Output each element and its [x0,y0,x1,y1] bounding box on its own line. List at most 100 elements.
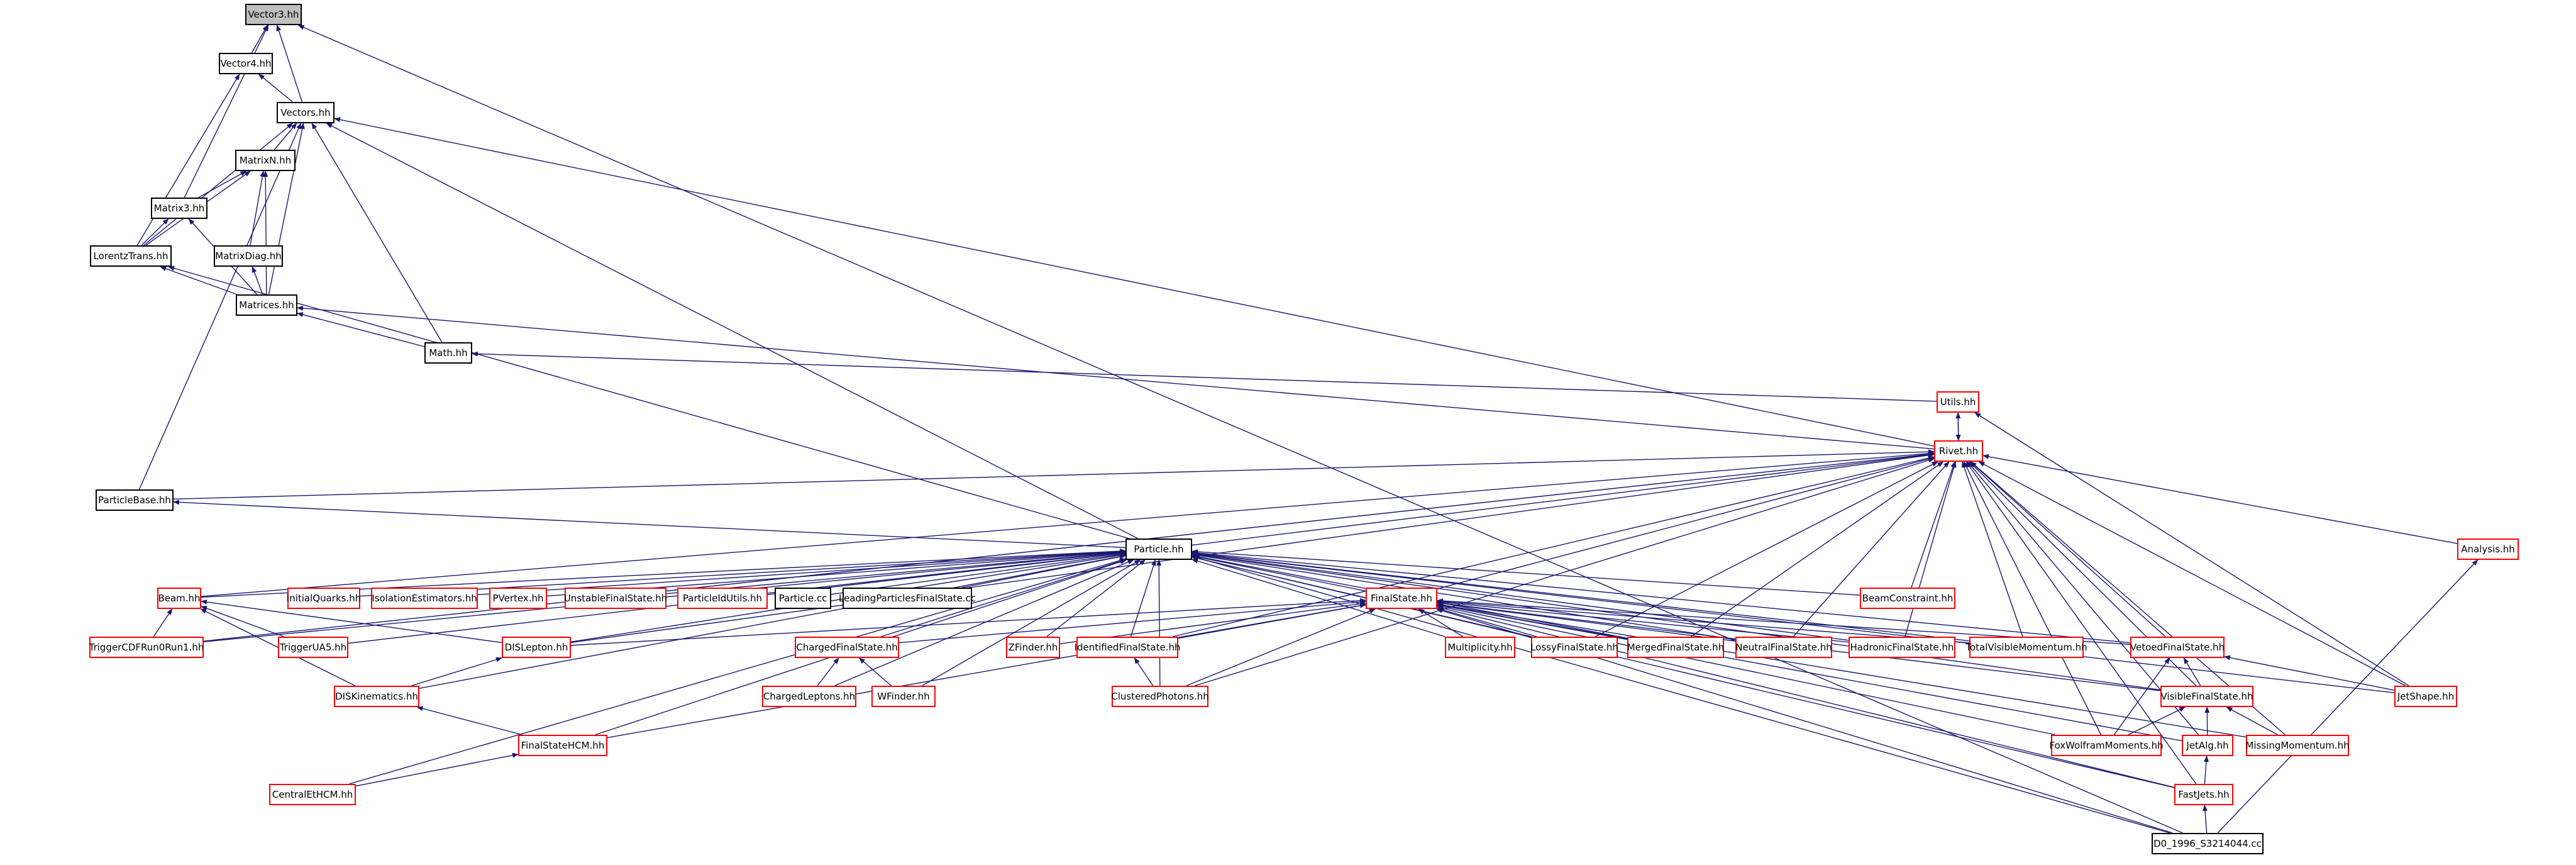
graph-node-chargedfs[interactable]: ChargedFinalState.hh [795,637,899,658]
graph-edge-multiplicity-to-particle [1191,558,1446,637]
graph-edge-vetoedfs-to-particle [1191,550,2131,644]
graph-node-wfinder[interactable]: WFinder.hh [871,686,936,707]
graph-node-dislepton[interactable]: DISLepton.hh [502,637,571,658]
graph-node-unstable[interactable]: UnstableFinalState.hh [564,588,667,609]
graph-node-beam[interactable]: Beam.hh [157,588,201,609]
graph-edge-multiplicity-to-finalstate [1418,608,1464,637]
graph-edge-math-to-vectors [311,123,443,343]
graph-node-vector3: Vector3.hh [245,4,302,25]
graph-node-multiplicity[interactable]: Multiplicity.hh [1445,637,1515,658]
graph-node-matrices[interactable]: Matrices.hh [236,294,297,316]
graph-edge-visiblefs-to-vetoedfs [2183,657,2201,686]
graph-node-analysis[interactable]: Analysis.hh [2457,539,2519,560]
graph-node-label: TotalVisibleMomentum.hh [1965,642,2087,653]
graph-node-lorentztrans[interactable]: LorentzTrans.hh [90,245,172,267]
graph-node-jetshape[interactable]: JetShape.hh [2394,686,2457,707]
graph-node-label: ChargedLeptons.hh [763,691,856,702]
graph-node-label: LossyFinalState.hh [1530,642,1618,653]
graph-edge-triggercdf-to-rivet [203,452,1935,642]
graph-node-math[interactable]: Math.hh [424,342,472,364]
graph-edge-mergedfs-to-rivet [1691,461,1944,637]
graph-node-diskinematics[interactable]: DISKinematics.hh [334,686,419,707]
graph-node-matrix3[interactable]: Matrix3.hh [151,198,207,219]
graph-node-label: WFinder.hh [877,691,930,702]
graph-edge-clusteredphotons-to-identifiedfs [1134,657,1154,686]
graph-node-foxwolfram[interactable]: FoxWolframMoments.hh [2049,735,2164,756]
graph-edge-particlebase-to-rivet [173,449,1935,500]
graph-node-matrixdiag[interactable]: MatrixDiag.hh [214,245,283,267]
graph-node-leading[interactable]: LeadingParticlesFinalState.cc [839,588,976,609]
graph-node-utils[interactable]: Utils.hh [1937,391,1979,413]
graph-node-jetalg[interactable]: JetAlg.hh [2182,735,2233,756]
graph-node-missingmomentum[interactable]: MissingMomentum.hh [2245,735,2350,756]
graph-edge-hadronicfs-to-particle [1191,552,1849,641]
graph-edge-matrix3-to-matrixn [198,170,247,198]
graph-edge-visiblefs-to-particle [1191,552,2161,691]
graph-node-label: Analysis.hh [2461,544,2515,555]
graph-node-d0[interactable]: D0_1996_S3214044.cc [2152,833,2264,854]
graph-node-zfinder[interactable]: ZFinder.hh [1006,637,1060,658]
graph-edge-clusteredphotons-to-particle [1156,559,1162,686]
graph-edge-diskinematics-to-particle [419,554,1126,689]
graph-edge-finalstate-to-rivet [1437,456,1935,589]
graph-node-label: Matrices.hh [239,299,294,311]
graph-node-label: Beam.hh [158,593,201,604]
graph-node-identifiedfs[interactable]: IdentifiedFinalState.hh [1075,637,1181,658]
graph-edge-totalvisible-to-particle [1191,551,1970,642]
graph-node-pvertex[interactable]: PVertex.hh [489,588,547,609]
graph-node-initialquarks[interactable]: InitialQuarks.hh [287,588,361,609]
graph-node-label: Vectors.hh [280,107,331,118]
graph-node-label: Matrix3.hh [153,203,205,214]
graph-edge-triggercdf-to-beam [153,608,173,637]
graph-edge-d0-to-vector3 [297,25,2183,834]
graph-node-matrixn[interactable]: MatrixN.hh [235,150,296,171]
graph-node-particleidutils[interactable]: ParticleIdUtils.hh [677,588,768,609]
graph-node-centraletcm[interactable]: CentralEtHCM.hh [269,784,356,805]
graph-edge-math-to-matrices [297,312,425,347]
graph-node-hadronicfs[interactable]: HadronicFinalState.hh [1849,637,1955,658]
graph-node-label: ChargedFinalState.hh [796,642,898,653]
graph-edge-fastjets-to-jetalg [2204,756,2209,784]
graph-edge-jetalg-to-visiblefs [2204,706,2210,735]
graph-edge-particlebase-to-vectors [138,123,302,490]
graph-edge-finalstatehcm-to-diskinematics [416,706,522,735]
graph-node-mergedfs[interactable]: MergedFinalState.hh [1627,637,1724,658]
graph-node-label: HadronicFinalState.hh [1850,642,1954,653]
graph-edge-lossyfs-to-finalstate [1437,607,1537,637]
graph-node-finalstatehcm[interactable]: FinalStateHCM.hh [518,735,607,756]
graph-edge-foxwolfram-to-rivet [1963,461,2102,735]
graph-edge-clusteredphotons-to-rivet [1195,457,1935,686]
graph-node-visiblefs[interactable]: VisibleFinalState.hh [2160,686,2253,707]
graph-edge-jetshape-to-rivet [1978,461,2406,686]
graph-node-label: TriggerUA5.hh [279,642,347,653]
graph-edge-lorentztrans-to-matrix3 [141,218,169,246]
graph-node-label: MergedFinalState.hh [1627,642,1725,653]
graph-node-vectors[interactable]: Vectors.hh [277,102,334,123]
graph-edge-matrices-to-lorentztrans [160,266,238,295]
graph-node-beamconstraint[interactable]: BeamConstraint.hh [1860,588,1955,609]
graph-edge-matrixn-to-vectors [274,123,297,150]
graph-node-vetoedfs[interactable]: VetoedFinalState.hh [2130,637,2225,658]
graph-node-totalvisible[interactable]: TotalVisibleMomentum.hh [1965,637,2087,658]
graph-node-vector4[interactable]: Vector4.hh [219,53,273,74]
graph-node-lossyfs[interactable]: LossyFinalState.hh [1530,637,1618,658]
graph-node-clusteredphotons[interactable]: ClusteredPhotons.hh [1111,686,1209,707]
graph-node-fastjets[interactable]: FastJets.hh [2174,784,2233,805]
graph-node-isolation[interactable]: IsolationEstimators.hh [371,588,478,609]
graph-edge-neutralfs-to-finalstate [1437,601,1736,642]
graph-node-particlebase[interactable]: ParticleBase.hh [96,489,174,511]
graph-edge-dislepton-to-rivet [570,452,1935,644]
graph-node-triggerua5[interactable]: TriggerUA5.hh [278,637,348,658]
graph-node-chargedleptons[interactable]: ChargedLeptons.hh [762,686,856,707]
graph-node-label: JetShape.hh [2397,691,2455,702]
graph-node-particlecc[interactable]: Particle.cc [775,588,831,609]
graph-edge-chargedfs-to-finalstate [898,599,1366,644]
graph-node-triggercdf[interactable]: TriggerCDFRun0Run1.hh [89,637,204,658]
graph-edge-missingmomentum-to-finalstate [1437,602,2247,738]
graph-node-finalstate[interactable]: FinalState.hh [1366,588,1437,609]
graph-edge-diskinematics-to-dislepton [411,657,502,686]
graph-node-neutralfs[interactable]: NeutralFinalState.hh [1735,637,1832,658]
graph-node-particle[interactable]: Particle.hh [1125,539,1192,560]
graph-node-label: FinalState.hh [1370,593,1433,604]
graph-node-rivet[interactable]: Rivet.hh [1934,440,1983,462]
